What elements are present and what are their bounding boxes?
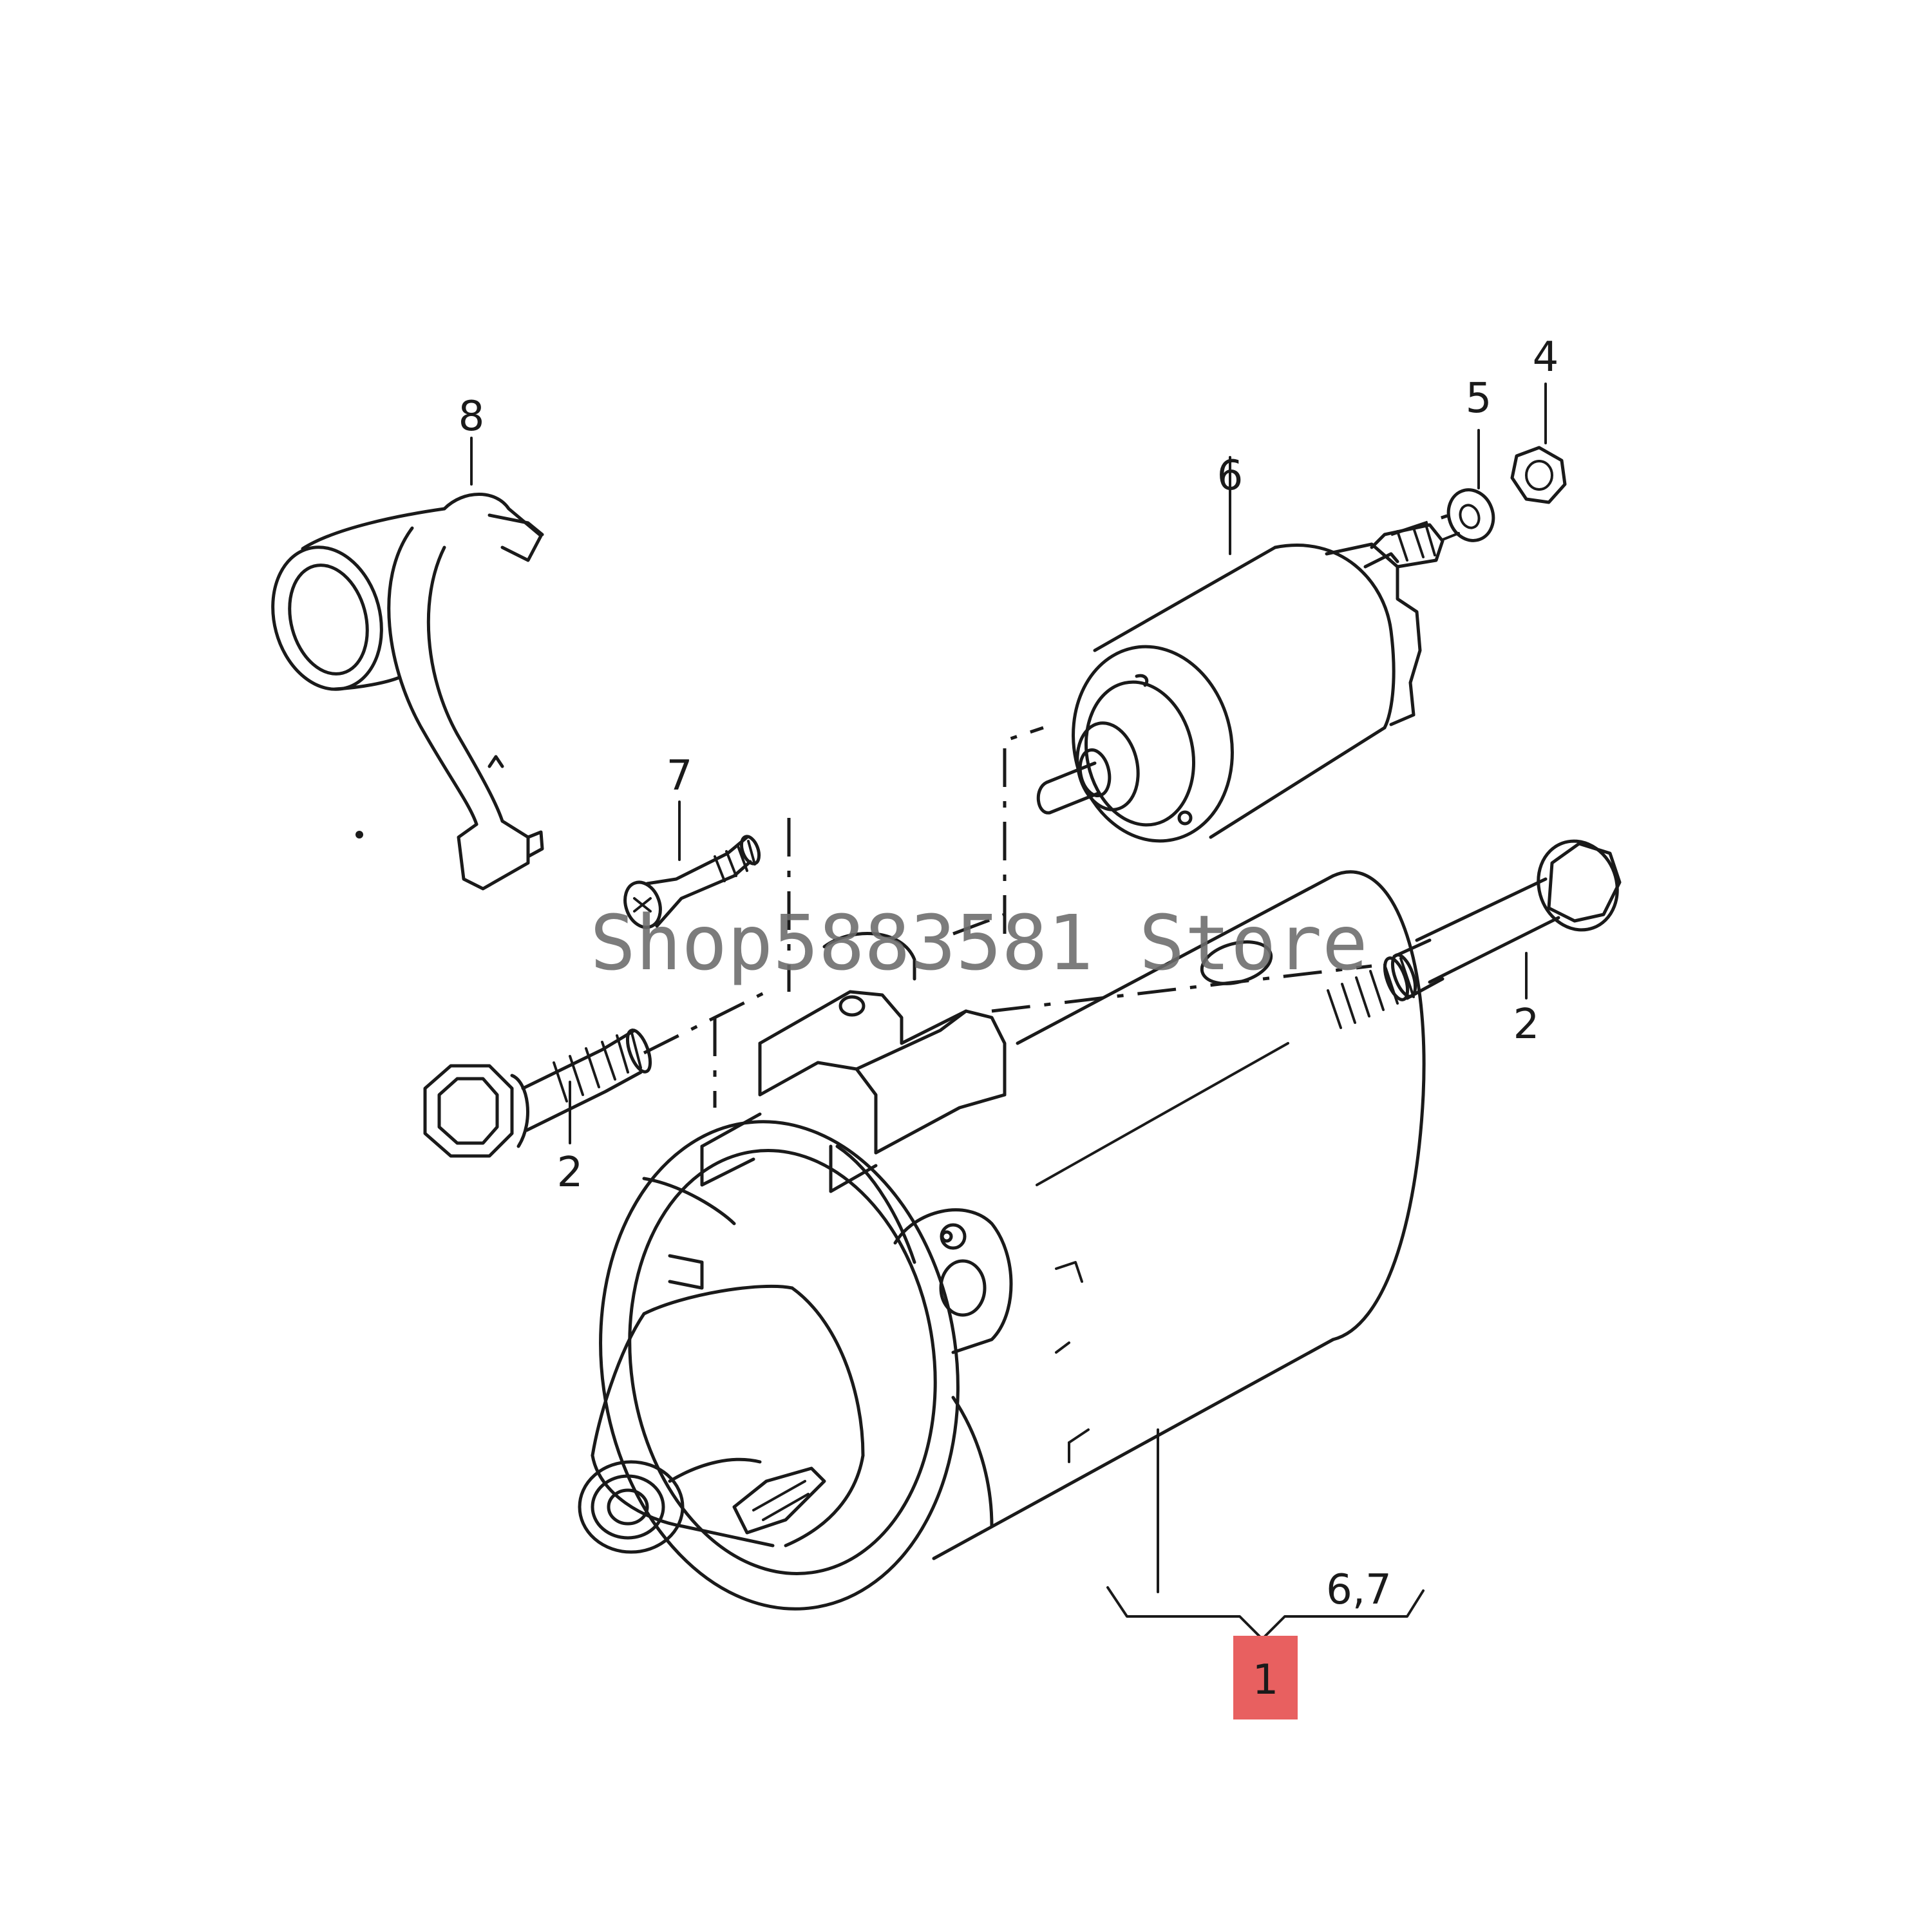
flange-bolt-right: 2 (1327, 839, 1622, 1048)
callout-label: 7 (667, 752, 693, 800)
callout-label: 2 (557, 1149, 583, 1197)
callout-label: 8 (459, 393, 485, 440)
starter-motor (578, 870, 1426, 1611)
assembly-guide-lines (643, 513, 1450, 1108)
callout-label: 2 (1513, 1001, 1540, 1048)
callout-label: 6 (1217, 452, 1244, 500)
flange-bolt-left: 2 (423, 1028, 652, 1197)
solenoid-switch: 6 (1036, 452, 1460, 843)
hex-nut: 4 (1510, 334, 1567, 504)
group-label: 6,7 (1326, 1566, 1392, 1614)
highlight-label: 1 (1253, 1656, 1279, 1704)
part-group-bracket: 6,7 (1106, 1566, 1425, 1640)
callout-label: 5 (1466, 375, 1492, 422)
spring-washer: 5 (1446, 375, 1495, 542)
mounting-bracket: 8 (271, 393, 544, 891)
highlight-box (1233, 1636, 1298, 1719)
countersunk-screw: 7 (623, 752, 761, 929)
store-watermark: Shop5883581 Store (590, 898, 1368, 987)
callout-label: 4 (1533, 334, 1559, 381)
highlighted-part-1: 1 (1233, 1636, 1298, 1719)
